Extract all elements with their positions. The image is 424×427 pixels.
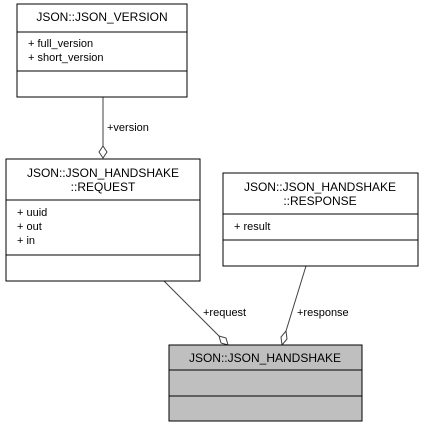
attribute-out: + out xyxy=(17,221,42,233)
class-json-handshake-response[interactable]: JSON::JSON_HANDSHAKE ::RESPONSE + result xyxy=(222,172,419,267)
edge-version: +version xyxy=(98,97,149,159)
class-title-line-1: JSON::JSON_HANDSHAKE xyxy=(244,180,396,194)
attribute-full-version: + full_version xyxy=(28,38,93,50)
class-json-handshake[interactable]: JSON::JSON_HANDSHAKE xyxy=(168,344,363,422)
class-title: JSON::JSON_VERSION xyxy=(36,10,167,24)
attribute-in: + in xyxy=(17,235,35,247)
class-json-handshake-request[interactable]: JSON::JSON_HANDSHAKE ::REQUEST + uuid + … xyxy=(5,158,201,282)
attribute-short-version: + short_version xyxy=(28,52,104,64)
aggregation-diamond-request xyxy=(218,335,229,346)
class-json-version[interactable]: JSON::JSON_VERSION + full_version + shor… xyxy=(16,3,188,98)
attribute-result: + result xyxy=(234,221,270,233)
edge-response: +response xyxy=(280,265,349,347)
aggregation-diamond-response xyxy=(280,329,288,347)
attribute-uuid: + uuid xyxy=(17,207,47,219)
class-title-line-1: JSON::JSON_HANDSHAKE xyxy=(27,166,179,180)
edge-label-version: +version xyxy=(107,122,149,134)
class-title-line-2: ::REQUEST xyxy=(71,180,136,194)
edge-request: +request xyxy=(163,280,246,346)
edge-label-response: +response xyxy=(297,307,349,319)
aggregation-diamond-version xyxy=(98,145,108,159)
class-title: JSON::JSON_HANDSHAKE xyxy=(189,351,341,365)
class-title-line-2: ::RESPONSE xyxy=(283,194,356,208)
edge-label-request: +request xyxy=(203,307,246,319)
